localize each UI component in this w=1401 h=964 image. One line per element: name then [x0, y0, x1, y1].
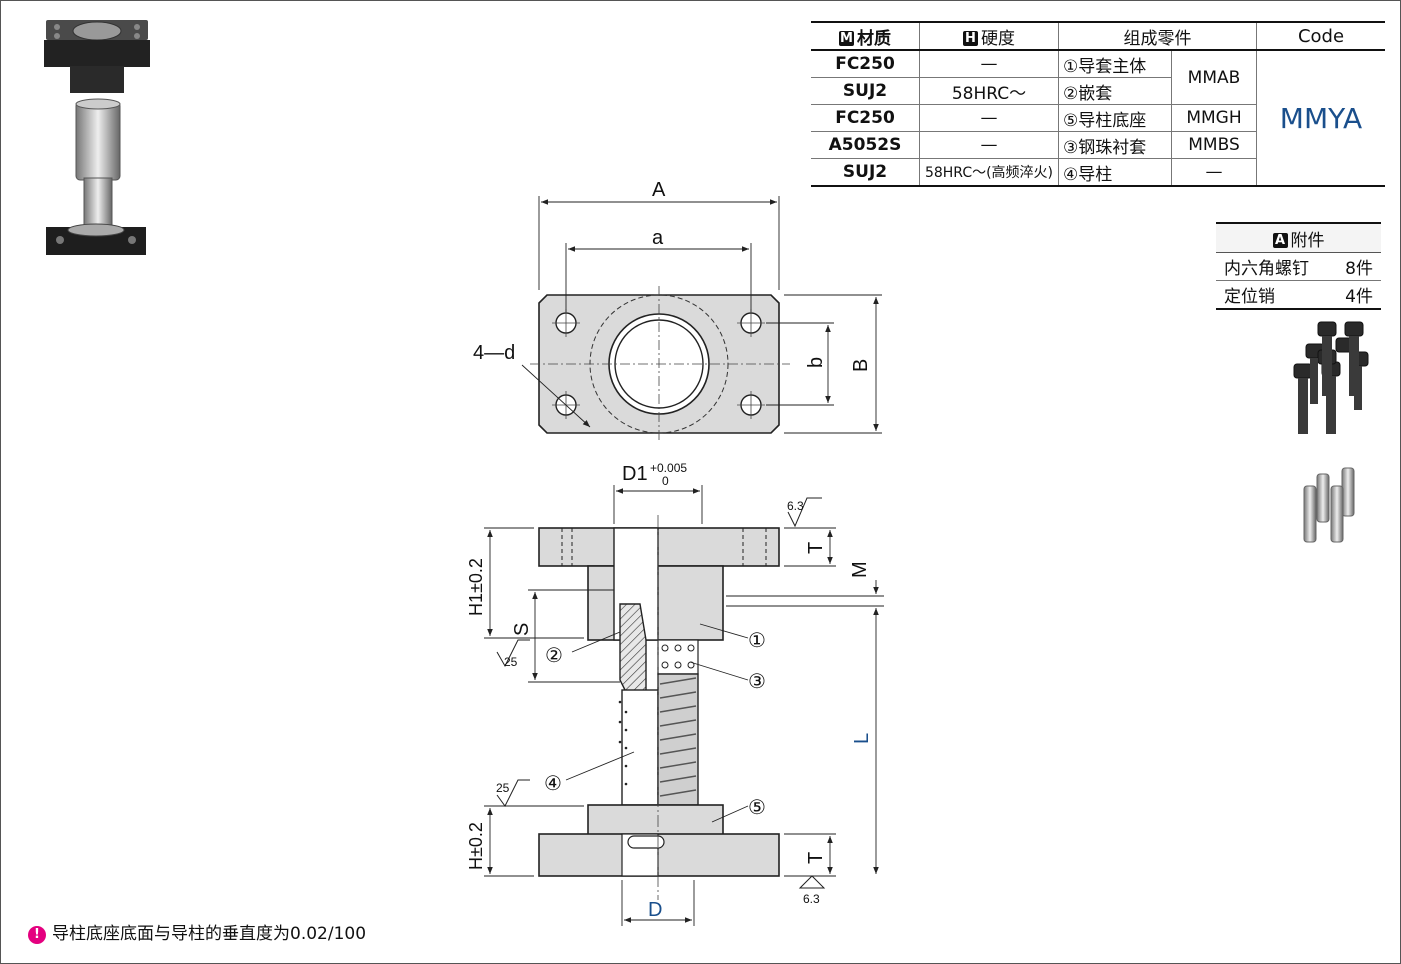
dim-a: a — [652, 227, 664, 249]
dim-T-bottom: T — [805, 852, 827, 864]
hardness-tag: H — [963, 30, 978, 46]
dim-D1-tol-lower: 0 — [662, 474, 669, 488]
row1-material: FC250 — [811, 50, 920, 78]
dim-M: M — [849, 561, 871, 578]
dim-B: B — [850, 359, 872, 372]
row3-sub-code: MMGH — [1171, 104, 1257, 132]
screws-photo — [1293, 321, 1369, 434]
info-icon: ! — [28, 926, 46, 944]
accessories-tag: A — [1272, 232, 1288, 248]
header-code: Code — [1256, 21, 1385, 51]
row3-part: ⑤导柱底座 — [1058, 104, 1172, 132]
dim-A: A — [652, 179, 666, 201]
merged-sub-code: MMAB — [1171, 50, 1257, 105]
accessory-qty: 8件 — [1331, 252, 1381, 281]
top-view — [521, 196, 882, 442]
callout-4: ④ — [544, 773, 562, 795]
footnote: ! 导柱底座底面与导柱的垂直度为0.02/100 — [28, 919, 366, 944]
dim-H: H±0.2 — [466, 822, 486, 870]
row4-part: ③钢珠衬套 — [1058, 131, 1172, 159]
callout-2: ② — [545, 645, 563, 667]
roughness-top: 6.3 — [787, 499, 804, 513]
footnote-text: 导柱底座底面与导柱的垂直度为0.02/100 — [52, 924, 367, 944]
callout-3: ③ — [748, 671, 766, 693]
accessory-name: 内六角螺钉 — [1216, 252, 1332, 281]
dim-b: b — [805, 357, 827, 368]
dim-D1: D1 — [622, 463, 648, 485]
dim-L: L — [851, 733, 873, 744]
row1-hardness: — — [919, 50, 1059, 78]
section-view — [484, 485, 884, 926]
accessory-qty: 4件 — [1331, 280, 1381, 310]
accessories-title: 附件 — [1290, 230, 1325, 251]
row5-part: ④导柱 — [1058, 158, 1172, 187]
row3-hardness: — — [919, 104, 1059, 132]
callout-1: ① — [748, 630, 766, 652]
roughness-mid: 25 — [504, 655, 518, 669]
row2-hardness: 58HRC～ — [919, 77, 1059, 105]
row2-material: SUJ2 — [811, 77, 920, 105]
row2-part: ②嵌套 — [1058, 77, 1172, 105]
dim-D: D — [648, 899, 662, 921]
material-tag: M — [839, 30, 854, 46]
row5-hardness: 58HRC～(高频淬火) — [919, 158, 1059, 187]
dim-S: S — [511, 623, 533, 636]
pins-photo — [1303, 467, 1355, 543]
row4-sub-code: MMBS — [1171, 131, 1257, 159]
row4-material: A5052S — [811, 131, 920, 159]
dim-H1: H1±0.2 — [466, 558, 486, 616]
row3-material: FC250 — [811, 104, 920, 132]
header-hardness-label: 硬度 — [981, 28, 1015, 49]
row1-part: ①导套主体 — [1058, 50, 1172, 78]
product-code: MMYA — [1256, 50, 1385, 187]
row5-material: SUJ2 — [811, 158, 920, 187]
dim-D1-tol-upper: +0.005 — [650, 461, 687, 475]
product-photo — [44, 20, 150, 255]
row4-hardness: — — [919, 131, 1059, 159]
dim-hole: 4—d — [473, 342, 515, 364]
accessory-name: 定位销 — [1216, 280, 1332, 310]
roughness-low: 25 — [496, 781, 510, 795]
header-material-label: 材质 — [857, 28, 891, 49]
roughness-bottom: 6.3 — [803, 892, 820, 906]
dim-T-top: T — [805, 542, 827, 554]
row5-sub-code: — — [1171, 158, 1257, 187]
callout-5: ⑤ — [748, 797, 766, 819]
header-parts: 组成零件 — [1058, 21, 1257, 51]
